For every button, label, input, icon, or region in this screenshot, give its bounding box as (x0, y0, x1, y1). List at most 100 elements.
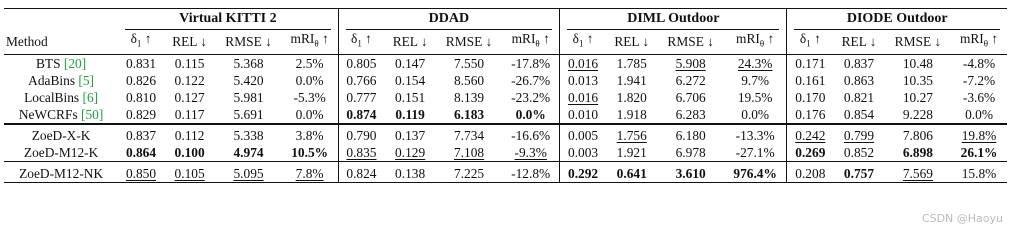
cell-value: 0.112 (174, 127, 205, 143)
col-mri: mRIθ ↑ (281, 30, 339, 55)
cell-value: 4.974 (233, 144, 264, 160)
metric-cell: 6.283 (658, 106, 724, 124)
cell-value: 0.010 (568, 106, 599, 122)
metric-cell: 0.799 (833, 122, 885, 144)
metric-cell: 0.777 (337, 88, 385, 106)
mri-cell: -26.7% (502, 72, 560, 89)
metric-cell: 5.368 (215, 54, 281, 72)
cell-value: 8.560 (453, 72, 485, 88)
metric-cell: 0.138 (384, 160, 436, 183)
cell-value: 976.4% (733, 165, 777, 181)
metric-cell: 0.122 (164, 72, 216, 89)
cell-value: 0.641 (616, 165, 647, 181)
cell-value: 7.225 (453, 165, 485, 181)
metric-cell: 0.005 (559, 122, 606, 144)
cell-value: 0.115 (174, 55, 205, 71)
cell-value: 7.806 (902, 127, 933, 143)
cell-value: -27.1% (735, 144, 775, 160)
cell-value: 1.756 (616, 127, 647, 143)
metric-cell: 0.757 (833, 160, 885, 183)
metric-cell: 0.242 (786, 122, 834, 144)
citation-link[interactable]: [20] (63, 55, 87, 71)
cell-value: 3.8% (295, 127, 324, 143)
cell-value: 0.137 (395, 127, 426, 143)
cell-value: 0.016 (568, 89, 599, 105)
col-rel: REL ↓ (384, 30, 436, 55)
cell-value: 0.171 (795, 55, 826, 71)
col-rel: REL ↓ (605, 30, 658, 55)
metric-cell: 0.016 (559, 54, 606, 72)
metric-cell: 0.119 (384, 106, 436, 124)
metric-cell: 0.170 (786, 88, 834, 106)
cell-value: 0.122 (174, 72, 205, 88)
metric-cell: 0.003 (559, 143, 606, 162)
citation-link[interactable]: [50] (81, 106, 104, 122)
cell-value: 0.799 (843, 127, 875, 143)
metric-cell: 0.864 (118, 144, 164, 162)
cell-value: 5.908 (675, 55, 706, 71)
cell-value: -16.6% (511, 127, 551, 143)
cell-value: 0.777 (346, 89, 377, 105)
metric-cell: 1.921 (606, 144, 658, 162)
metric-cell: 9.228 (885, 106, 951, 124)
header-spacer (4, 9, 118, 31)
metric-cell: 10.35 (885, 72, 951, 89)
cell-value: 0.117 (174, 106, 205, 122)
cell-value: 7.8% (295, 165, 324, 181)
metric-cell: 0.151 (384, 89, 436, 106)
metric-cell: 7.569 (884, 160, 952, 183)
cell-value: 0.208 (795, 165, 826, 181)
col-rmse: RMSE ↓ (657, 30, 724, 55)
method-header: Method (4, 30, 119, 55)
metric-cell: 5.420 (215, 72, 281, 89)
metric-cell: 0.208 (786, 160, 834, 183)
metric-cell: 10.48 (885, 54, 951, 72)
metric-cell: 0.790 (337, 122, 385, 144)
cell-value: 0.119 (395, 106, 425, 122)
metric-cell: 7.225 (435, 160, 503, 183)
metric-cell: 0.161 (786, 71, 834, 89)
metric-cell: 0.829 (118, 106, 164, 124)
cell-value: 8.139 (453, 89, 485, 105)
cell-value: 0.835 (346, 144, 377, 160)
mri-cell: -9.3% (502, 144, 560, 162)
cell-value: 1.941 (616, 72, 647, 88)
cell-value: 0.0% (295, 106, 324, 122)
mri-cell: 19.8% (951, 122, 1007, 144)
col-delta: δ1 ↑ (118, 30, 164, 55)
metric-cell: 4.974 (215, 144, 281, 162)
cell-value: 0.0% (741, 106, 770, 122)
metric-cell: 8.560 (436, 72, 502, 89)
citation-link[interactable]: [5] (78, 72, 95, 88)
metric-cell: 6.183 (436, 106, 502, 124)
citation-link[interactable]: [6] (82, 89, 99, 105)
cell-value: 0.824 (346, 165, 377, 181)
cell-value: 9.7% (741, 72, 770, 88)
results-table: Virtual KITTI 2 DDAD DIML Outdoor DIODE … (4, 8, 1007, 183)
metric-cell: 0.292 (559, 160, 606, 183)
mri-cell: -7.2% (951, 72, 1007, 89)
method-label: ZoeD-X-K (31, 127, 91, 143)
method-name: ZoeD-X-K (4, 122, 119, 144)
cell-value: 0.151 (395, 89, 426, 105)
cell-value: 7.734 (453, 127, 485, 143)
metric-cell: 0.835 (337, 143, 385, 162)
cell-value: 5.691 (233, 106, 264, 122)
cell-value: 0.161 (795, 72, 826, 88)
cell-value: 3.610 (675, 165, 706, 181)
mri-cell: 9.7% (724, 72, 787, 89)
cell-value: 7.569 (902, 165, 933, 181)
metric-cell: 0.176 (786, 105, 834, 124)
mri-cell: 19.5% (724, 89, 787, 106)
cell-value: -17.8% (511, 55, 551, 71)
method-name: ZoeD-M12-K (4, 144, 118, 162)
cell-value: 0.013 (568, 72, 599, 88)
cell-value: 0.154 (395, 72, 426, 88)
metric-cell: 7.806 (884, 122, 952, 144)
metric-cell: 5.095 (215, 160, 282, 183)
cell-value: 0.874 (346, 106, 377, 122)
metric-cell: 0.766 (337, 71, 385, 89)
cell-value: -26.7% (511, 72, 551, 88)
